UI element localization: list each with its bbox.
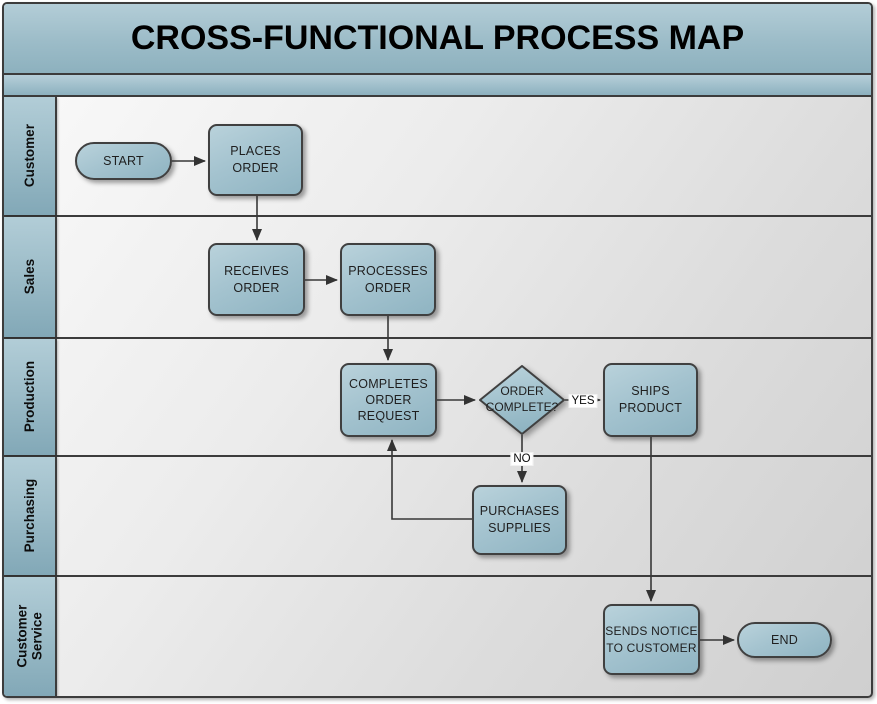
decision-diamond-shape bbox=[479, 365, 565, 435]
swimlanes: Customer Sales Production Purchasing bbox=[4, 97, 871, 696]
lane-header-purchasing: Purchasing bbox=[4, 457, 57, 575]
node-label: START bbox=[103, 153, 144, 168]
node-label: SENDS NOTICE TO CUSTOMER bbox=[605, 624, 698, 655]
node-completes-order-request[interactable]: COMPLETES ORDER REQUEST bbox=[340, 363, 437, 437]
node-processes-order[interactable]: PROCESSES ORDER bbox=[340, 243, 436, 316]
lane-header-customer-service: Customer Service bbox=[4, 577, 57, 696]
edge-label-no: NO bbox=[510, 452, 534, 466]
lane-body-sales bbox=[57, 217, 871, 337]
lane-label: Purchasing bbox=[21, 479, 37, 553]
node-label: PLACES ORDER bbox=[230, 144, 281, 175]
node-end[interactable]: END bbox=[737, 622, 832, 658]
edge-label-yes: YES bbox=[568, 394, 598, 408]
lane-label: Sales bbox=[21, 259, 37, 295]
lane-header-sales: Sales bbox=[4, 217, 57, 337]
title-bar: CROSS-FUNCTIONAL PROCESS MAP bbox=[4, 4, 871, 75]
swimlane-customer-service: Customer Service bbox=[4, 577, 871, 696]
lane-body-customer bbox=[57, 97, 871, 215]
swimlane-production: Production bbox=[4, 339, 871, 457]
swimlane-purchasing: Purchasing bbox=[4, 457, 871, 577]
node-sends-notice-to-customer[interactable]: SENDS NOTICE TO CUSTOMER bbox=[603, 604, 700, 675]
node-purchases-supplies[interactable]: PURCHASES SUPPLIES bbox=[472, 485, 567, 555]
node-label: PURCHASES SUPPLIES bbox=[479, 504, 560, 535]
node-label: SHIPS PRODUCT bbox=[618, 384, 683, 415]
lane-body-purchasing bbox=[57, 457, 871, 575]
node-label: ORDER COMPLETE? bbox=[485, 384, 559, 414]
swimlane-customer: Customer bbox=[4, 97, 871, 217]
node-order-complete-decision[interactable]: ORDER COMPLETE? bbox=[478, 365, 566, 435]
lane-body-production bbox=[57, 339, 871, 455]
node-places-order[interactable]: PLACES ORDER bbox=[208, 124, 303, 196]
node-receives-order[interactable]: RECEIVES ORDER bbox=[208, 243, 305, 316]
node-label: END bbox=[771, 632, 798, 647]
header-strip bbox=[4, 75, 871, 97]
page-title: CROSS-FUNCTIONAL PROCESS MAP bbox=[130, 19, 745, 57]
node-start[interactable]: START bbox=[75, 142, 172, 180]
node-label: PROCESSES ORDER bbox=[348, 263, 428, 295]
node-label: COMPLETES ORDER REQUEST bbox=[349, 376, 428, 424]
lane-header-customer: Customer bbox=[4, 97, 57, 215]
lane-label: Customer Service bbox=[14, 604, 45, 669]
lane-header-production: Production bbox=[4, 339, 57, 455]
swimlane-sales: Sales bbox=[4, 217, 871, 339]
lane-label: Customer bbox=[21, 124, 37, 188]
node-label: RECEIVES ORDER bbox=[224, 263, 289, 295]
node-ships-product[interactable]: SHIPS PRODUCT bbox=[603, 363, 698, 437]
lane-label: Production bbox=[21, 361, 37, 433]
